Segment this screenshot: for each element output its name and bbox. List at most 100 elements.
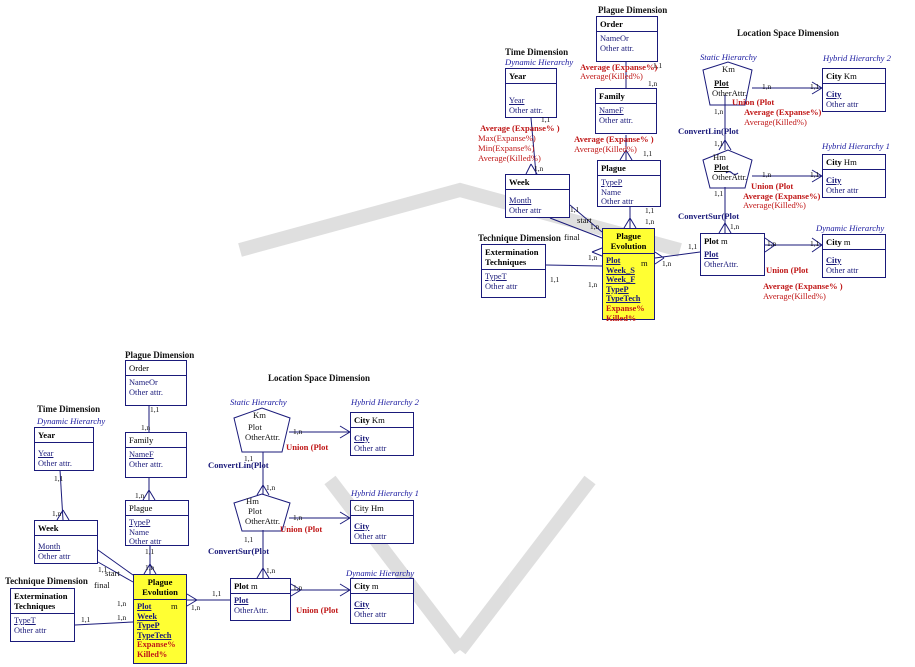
- union-plot-bottom: Union (Plot: [286, 442, 329, 452]
- card-bot-12: 1,1: [212, 589, 222, 598]
- static-pentagon-other-b: OtherAttr.: [245, 432, 281, 442]
- card-bot-10: 1,n: [117, 613, 127, 622]
- min-expanse-year: Min(Expanse%): [478, 143, 535, 153]
- card-bot-4: 1,1: [145, 547, 155, 556]
- avg-expanse-family: Average (Expanse% ): [574, 134, 654, 144]
- card-top-18: 1,1: [810, 170, 820, 179]
- convert-lin-top: ConvertLin(Plot: [678, 126, 739, 136]
- card-bot-13: 1,n: [191, 603, 201, 612]
- card-top-16: 1,1: [810, 82, 820, 91]
- card-bot-18: 1,n: [266, 483, 276, 492]
- final-label-bottom: final: [94, 580, 110, 590]
- card-top-17: 1,n: [762, 170, 772, 179]
- plague-dimension-title-b: Plague Dimension: [125, 350, 195, 360]
- card-bot-14: 1,n: [293, 427, 303, 436]
- union-plot-dynamic-top: Union (Plot: [766, 265, 809, 275]
- hybrid-pentagon-hm-b: Hm: [246, 496, 259, 506]
- card-bot-11: 1,1: [81, 615, 91, 624]
- time-dimension-title: Time Dimension: [505, 47, 569, 57]
- time-dimension-title-b: Time Dimension: [37, 404, 101, 414]
- card-top-15: 1,n: [762, 82, 772, 91]
- start-label-top: start: [577, 215, 592, 225]
- avg-killed-order: Average(Killed%): [580, 71, 643, 81]
- location-dimension-title-b: Location Space Dimension: [268, 373, 371, 383]
- dynamic-hierarchy-label-location: Dynamic Hierarchy: [816, 223, 885, 233]
- card-bot-15: 1,n: [293, 513, 303, 522]
- avg-killed-static: Average(Killed%): [744, 117, 807, 127]
- card-bot-17: 1,1: [244, 454, 254, 463]
- card-top-24: 1,n: [730, 222, 740, 231]
- union-plot-top: Union (Plot: [732, 97, 775, 107]
- static-pentagon-km: Km: [722, 64, 735, 74]
- technique-dimension-title: Technique Dimension: [478, 233, 561, 243]
- union-plot-hybrid-bottom: Union (Plot: [280, 524, 323, 534]
- avg-killed-family: Average(Killed%): [574, 144, 637, 154]
- card-top-8: 1,1: [570, 205, 580, 214]
- card-top-20: 1,1: [810, 239, 820, 248]
- card-bot-20: 1,n: [266, 566, 276, 575]
- card-top-21: 1,1: [714, 139, 724, 148]
- fact-plot-m: m: [641, 258, 648, 268]
- plague-evolution-fact-b: Plague Evolution Plot Week TypeP TypeTec…: [133, 574, 187, 664]
- hybrid-pentagon-hm: Hm: [713, 152, 726, 162]
- hybrid-hierarchy-2-label: Hybrid Hierarchy 2: [823, 53, 891, 63]
- card-top-23: 1,1: [714, 189, 724, 198]
- card-top-11: 1,n: [588, 280, 598, 289]
- card-top-1: 1,1: [653, 61, 663, 70]
- card-bot-5: 1,n: [145, 563, 155, 572]
- location-dimension-title: Location Space Dimension: [737, 28, 840, 38]
- plague-evolution-fact: Plague Evolution Plot Week_S Week_F Type…: [602, 228, 655, 323]
- avg-expanse-static: Average (Expanse%): [744, 107, 822, 117]
- avg-expanse-order: Average (Expanse%): [580, 62, 658, 72]
- static-pentagon-plot: Plot: [714, 78, 729, 88]
- static-pentagon-km-b: Km: [253, 410, 266, 420]
- avg-killed-dynamic: Average(Killed%): [763, 291, 826, 301]
- avg-killed-year: Average(Killed%): [478, 153, 541, 163]
- card-bot-19: 1,1: [244, 535, 254, 544]
- hybrid-pentagon-other-b: OtherAttr.: [245, 516, 281, 526]
- static-pentagon-other: OtherAttr.: [712, 88, 748, 98]
- card-top-4: 1,1: [645, 206, 655, 215]
- avg-expanse-hybrid: Average (Expanse%): [743, 191, 821, 201]
- union-plot-hybrid-top: Union (Plot: [751, 181, 794, 191]
- card-top-7: 1,n: [534, 164, 544, 173]
- dynamic-hierarchy-label-time: Dynamic Hierarchy: [505, 57, 574, 67]
- hybrid-hierarchy-2-label-b: Hybrid Hierarchy 2: [351, 397, 419, 407]
- start-label-bottom: start: [105, 568, 120, 578]
- hybrid-pentagon-plot-b: Plot: [248, 506, 262, 516]
- card-bot-8: 1,1: [98, 565, 108, 574]
- max-expanse-year: Max(Expanse%): [478, 133, 536, 143]
- plague-dimension-title: Plague Dimension: [598, 5, 668, 15]
- card-bot-1: 1,1: [150, 405, 160, 414]
- dynamic-hierarchy-label-time-b: Dynamic Hierarchy: [37, 416, 106, 426]
- card-top-12: 1,1: [550, 275, 560, 284]
- card-top-14: 1,n: [662, 259, 672, 268]
- convert-sur-bottom: ConvertSur(Plot: [208, 546, 270, 556]
- avg-expanse-year: Average (Expanse% ): [480, 123, 560, 133]
- card-top-2: 1,n: [648, 79, 658, 88]
- final-label-top: final: [564, 232, 580, 242]
- technique-dimension-title-b: Technique Dimension: [5, 576, 88, 586]
- hybrid-pentagon-other: OtherAttr.: [712, 172, 748, 182]
- card-top-22: 1,n: [714, 107, 724, 116]
